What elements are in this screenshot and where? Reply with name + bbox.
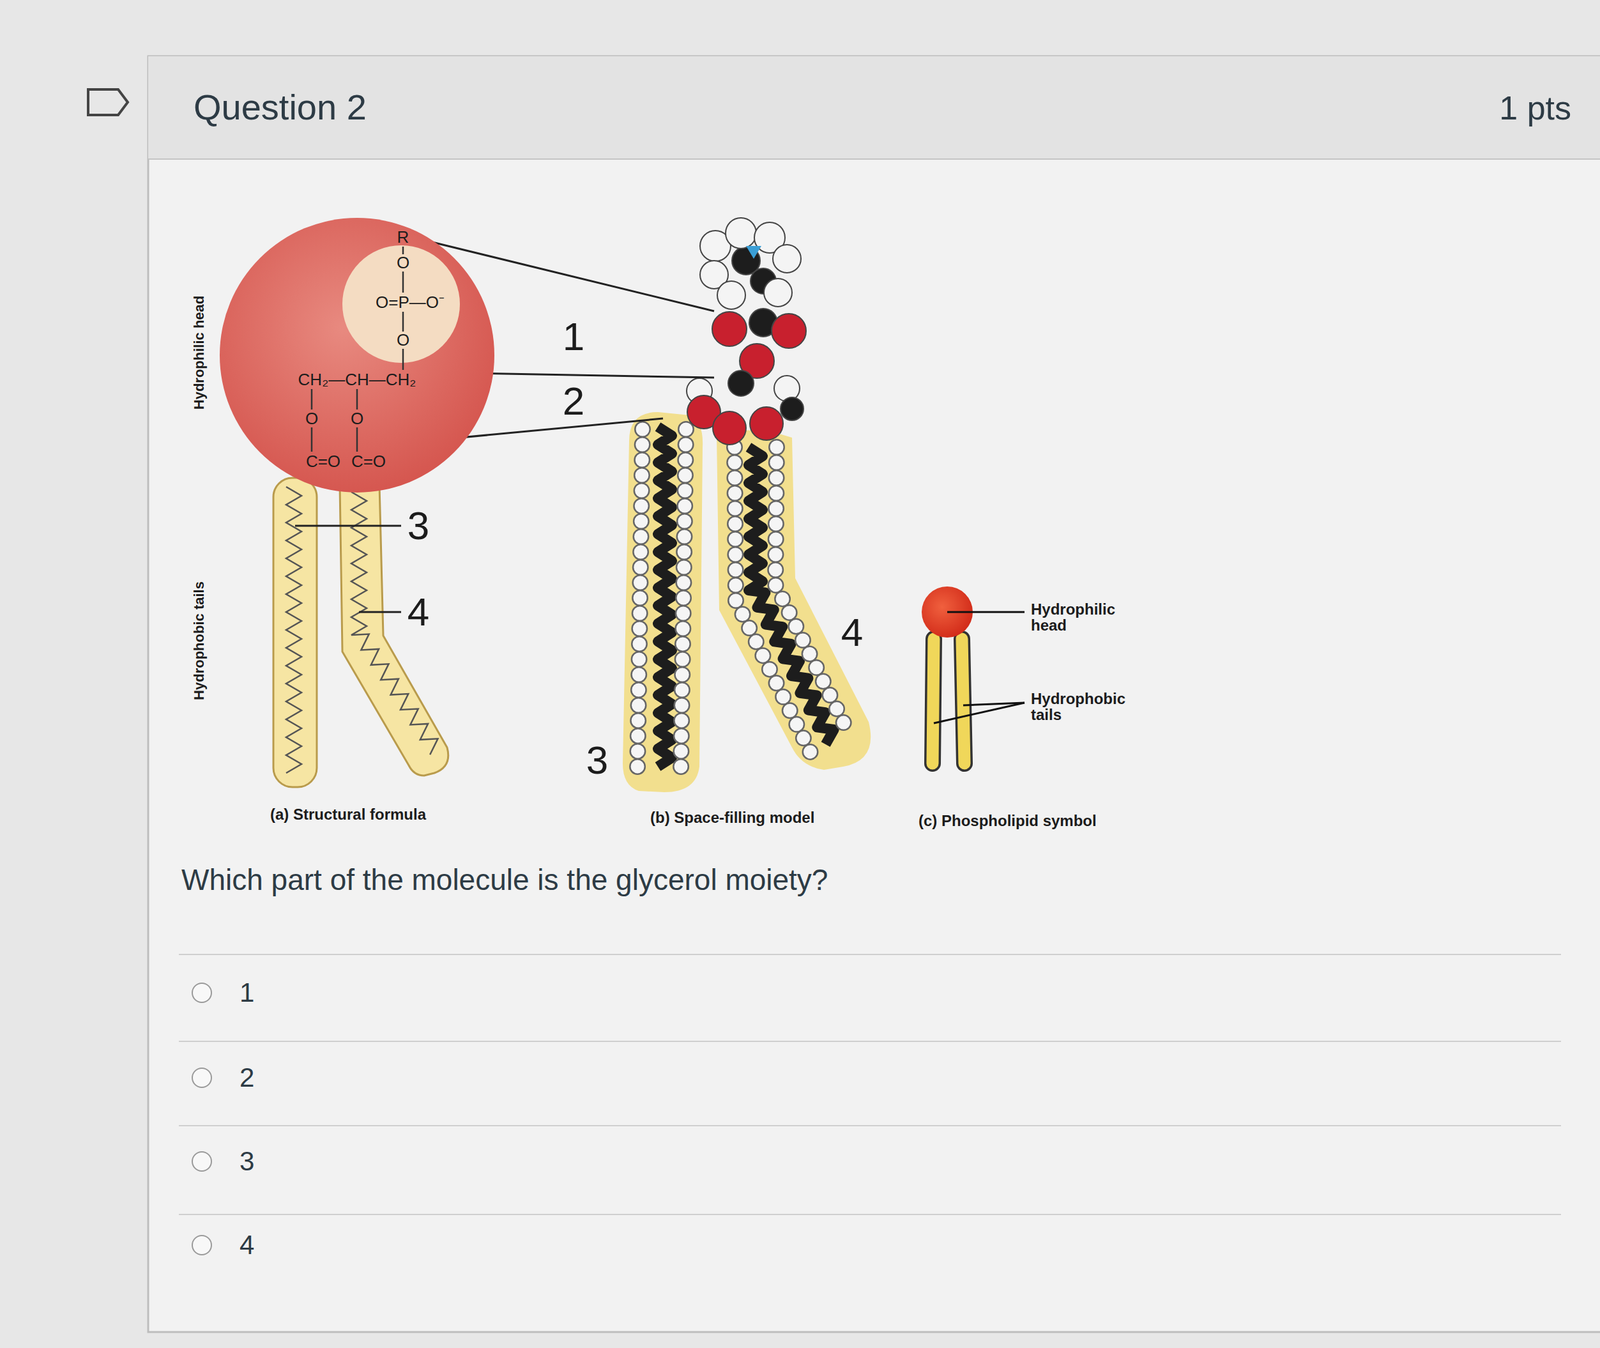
callout-number: 3 [407, 503, 430, 548]
leader-line [933, 702, 1025, 724]
atom-symbol: O [396, 330, 410, 350]
space-filling-model-part-part [772, 244, 801, 273]
chemical-bonds [311, 246, 404, 452]
callout-number: 4 [841, 610, 863, 655]
callout-number: 4 [407, 590, 430, 634]
radio-button [192, 982, 212, 1003]
space-filling-model-part-part [680, 429, 686, 770]
atom-symbol: O [350, 409, 364, 428]
space-filling-model-part-part [680, 429, 686, 770]
leader-line [358, 611, 402, 614]
radio-button [192, 1235, 212, 1255]
space-filling-model [365, 217, 871, 793]
answer-options-part [178, 1213, 1562, 1215]
space-filling-model-part-part [728, 370, 754, 397]
points-value: 1 pts [1499, 90, 1572, 127]
space-filling-model-part-part [712, 311, 747, 347]
phospholipid-symbol-part [961, 638, 965, 764]
callout-number: 1 [562, 314, 585, 359]
phospholipid-symbol-part [932, 638, 934, 764]
bookmark-icon [88, 89, 128, 115]
chemical-formula: C=O [305, 452, 341, 471]
answer-options-part [178, 1040, 1562, 1042]
space-filling-model-part-part [780, 397, 804, 421]
space-filling-model-part-part [749, 406, 784, 441]
quiz-panel-part [148, 56, 1600, 1332]
space-filling-model-part-part [763, 278, 793, 307]
axis-label: Hydrophobic tails [191, 581, 207, 701]
space-filling-model-part [716, 430, 871, 770]
part-label: Hydrophobic tails [1030, 690, 1143, 723]
structural-tails-part [339, 484, 449, 776]
phosphate-group-circle: ROO=P—O⁻O [341, 244, 461, 364]
structural-tails-part [286, 486, 302, 773]
space-filling-model-part-part [775, 447, 850, 735]
answer-option: 2 [239, 1062, 255, 1093]
hydrophilic-head-circle-fill [219, 217, 495, 493]
question-title: Question 2 [193, 87, 367, 128]
space-filling-model-part [748, 447, 835, 745]
figure-caption: (b) Space-filling model [650, 809, 815, 826]
answer-option: 4 [239, 1230, 255, 1260]
phospholipid-symbol-part [932, 638, 934, 764]
atom-symbol: R [397, 228, 410, 247]
atom-symbol: O [305, 409, 319, 428]
radio-button [192, 1067, 212, 1088]
space-filling-model-part [637, 429, 850, 770]
phospholipid-symbol-part [961, 638, 965, 764]
space-filling-model-part-part [712, 411, 747, 445]
space-filling-model-part-part [725, 217, 757, 249]
question-text: Which part of the molecule is the glycer… [181, 863, 828, 897]
phospholipid-symbol [921, 586, 1025, 764]
figure-caption: (a) Structural formula [270, 806, 427, 823]
space-filling-model-part [637, 429, 850, 770]
space-filling-model-part [657, 426, 672, 767]
question-header: Question 2 1 pts [148, 56, 1600, 160]
phosphate-group-circle-fill [342, 245, 460, 363]
atom-symbol: O [396, 253, 410, 273]
chemical-formula: CH₂—CH—CH₂ [298, 370, 417, 389]
space-filling-model-part [622, 411, 703, 793]
part-label: Hydrophilic head [1030, 601, 1143, 633]
quiz-panel [88, 56, 1600, 1332]
chemical-formula: C=O [351, 452, 386, 471]
hydrophilic-head-circle: CH₂—CH—CH₂OOC=OC=OROO=P—O⁻O [219, 217, 496, 494]
callout-number: 3 [586, 738, 609, 782]
callout-number: 2 [562, 379, 585, 423]
structural-tails-part [273, 477, 317, 787]
radio-button [192, 1151, 212, 1171]
space-filling-model-part-part [771, 313, 807, 349]
space-filling-model-part-part [717, 281, 746, 310]
answer-options [178, 954, 1562, 1255]
structural-tails-part [351, 491, 439, 755]
answer-options-part [178, 1124, 1562, 1127]
leader-line [947, 611, 1025, 614]
space-filling-model-part [686, 217, 807, 445]
answer-options-part [178, 953, 1562, 955]
structural-tails [273, 477, 449, 787]
space-filling-model-part [746, 245, 762, 259]
space-filling-model-part-part [637, 429, 643, 770]
answer-option: 1 [239, 977, 255, 1008]
axis-label: Hydrophilic head [191, 295, 207, 410]
answer-option: 3 [239, 1146, 255, 1176]
leader-line [963, 702, 1025, 706]
chemical-formula: O=P—O⁻ [375, 293, 445, 312]
space-filling-model-part-part [637, 429, 643, 770]
leader-line [295, 525, 402, 527]
figure-caption: (c) Phospholipid symbol [918, 812, 1097, 830]
